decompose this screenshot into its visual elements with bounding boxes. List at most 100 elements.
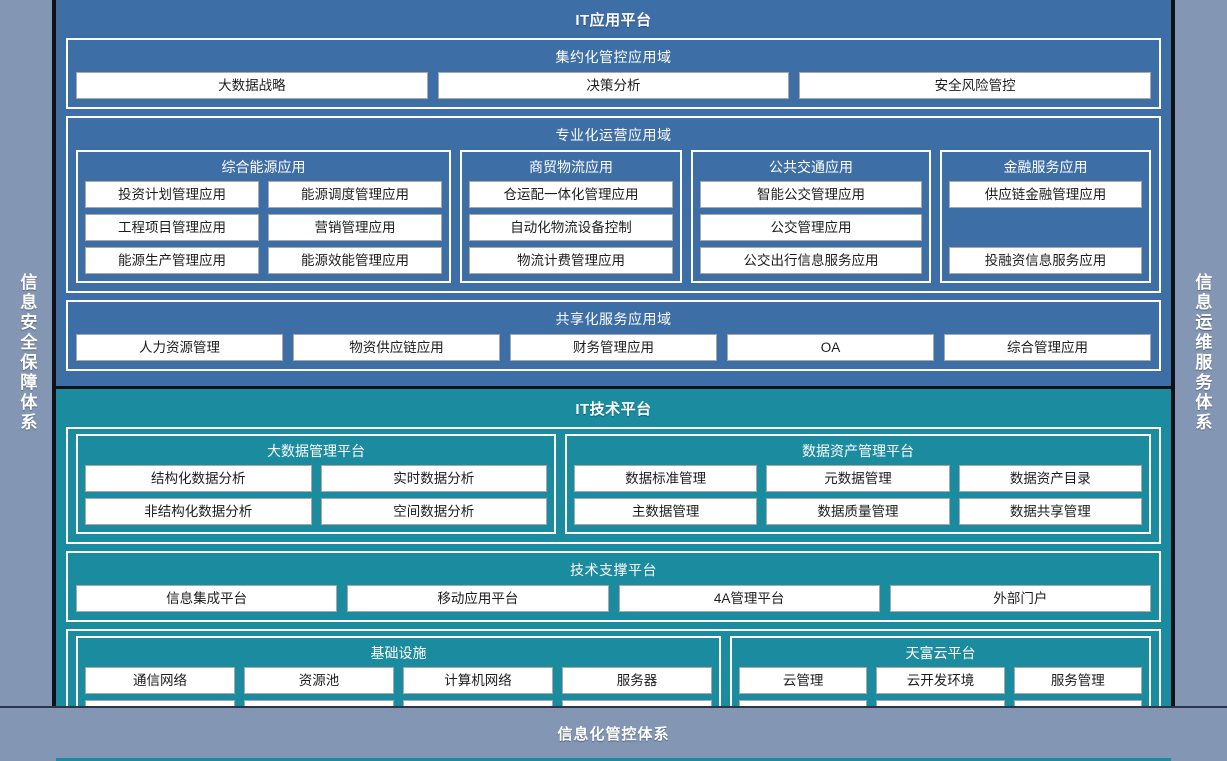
group-title: 天富云平台 bbox=[905, 645, 976, 661]
tech-item[interactable]: 外部门户 bbox=[889, 585, 1151, 612]
tech-item[interactable]: 移动应用平台 bbox=[347, 585, 609, 612]
group-big-data-platform: 大数据管理平台 结构化数据分析 实时数据分析 非结构化数据分析 空间数据分析 bbox=[76, 434, 556, 534]
group-title: 商贸物流应用 bbox=[529, 159, 613, 175]
tech-item[interactable]: 服务器 bbox=[562, 667, 712, 694]
tech-item[interactable]: 主数据管理 bbox=[574, 498, 758, 525]
band-title: 技术支撑平台 bbox=[570, 562, 657, 578]
group-line: 智能公交管理应用 bbox=[700, 181, 922, 208]
app-item[interactable]: 工程项目管理应用 bbox=[85, 214, 259, 241]
domain-professional-operations: 专业化运营应用域 综合能源应用 投资计划管理应用 能源调度管理应用 工程项目管理… bbox=[66, 116, 1161, 293]
group-grid: 供应链金融管理应用 投融资信息服务应用 bbox=[949, 181, 1142, 274]
group-integrated-energy: 综合能源应用 投资计划管理应用 能源调度管理应用 工程项目管理应用 营销管理应用 bbox=[76, 150, 451, 283]
right-rail-label: 信息运维服务体系 bbox=[1192, 273, 1212, 433]
tech-row-data-platforms: 大数据管理平台 结构化数据分析 实时数据分析 非结构化数据分析 空间数据分析 bbox=[66, 427, 1161, 544]
group-line: 投融资信息服务应用 bbox=[949, 247, 1142, 274]
app-item[interactable]: 公交出行信息服务应用 bbox=[700, 247, 922, 274]
tech-item[interactable]: 数据质量管理 bbox=[766, 498, 950, 525]
group-public-transport: 公共交通应用 智能公交管理应用 公交管理应用 公交出行信息服务应用 bbox=[691, 150, 931, 283]
pill-row: 信息集成平台 移动应用平台 4A管理平台 外部门户 bbox=[76, 585, 1151, 612]
group-title: 大数据管理平台 bbox=[267, 443, 365, 459]
app-item[interactable]: 智能公交管理应用 bbox=[700, 181, 922, 208]
app-item[interactable]: 大数据战略 bbox=[76, 72, 428, 99]
group-data-asset-platform: 数据资产管理平台 数据标准管理 元数据管理 数据资产目录 主数据管理 数据质量管… bbox=[565, 434, 1151, 534]
tech-item[interactable]: 数据资产目录 bbox=[958, 465, 1142, 492]
application-platform-title: IT应用平台 bbox=[575, 12, 652, 29]
domain-title: 共享化服务应用域 bbox=[555, 311, 672, 327]
center-stack: IT应用平台 集约化管控应用域 大数据战略 决策分析 安全风险管控 专业化运营应… bbox=[52, 0, 1175, 761]
it-technology-platform: IT技术平台 大数据管理平台 结构化数据分析 实时数据分析 非结构化数据分析 bbox=[56, 386, 1171, 761]
group-line bbox=[949, 214, 1142, 241]
tech-item[interactable]: 4A管理平台 bbox=[618, 585, 880, 612]
app-item[interactable]: 物流计费管理应用 bbox=[469, 247, 673, 274]
group-title: 基础设施 bbox=[370, 645, 427, 661]
app-item-empty bbox=[949, 214, 1142, 241]
app-item[interactable]: 能源效能管理应用 bbox=[268, 247, 442, 274]
group-line: 供应链金融管理应用 bbox=[949, 181, 1142, 208]
tech-item[interactable]: 服务管理 bbox=[1013, 667, 1142, 694]
tech-item[interactable]: 空间数据分析 bbox=[320, 498, 547, 525]
group-line: 能源生产管理应用 能源效能管理应用 bbox=[85, 247, 442, 274]
tech-item[interactable]: 云开发环境 bbox=[876, 667, 1005, 694]
domain-intensive-control: 集约化管控应用域 大数据战略 决策分析 安全风险管控 bbox=[66, 38, 1161, 109]
app-item[interactable]: 能源生产管理应用 bbox=[85, 247, 259, 274]
app-item[interactable]: 物资供应链应用 bbox=[293, 334, 500, 361]
group-grid: 投资计划管理应用 能源调度管理应用 工程项目管理应用 营销管理应用 能源生产管理… bbox=[85, 181, 442, 274]
app-item[interactable]: 自动化物流设备控制 bbox=[469, 214, 673, 241]
bottom-bar-label: 信息化管控体系 bbox=[557, 725, 670, 743]
group-line: 投资计划管理应用 能源调度管理应用 bbox=[85, 181, 442, 208]
domain-shared-services: 共享化服务应用域 人力资源管理 物资供应链应用 财务管理应用 OA 综合管理应用 bbox=[66, 300, 1161, 371]
group-row: 大数据管理平台 结构化数据分析 实时数据分析 非结构化数据分析 空间数据分析 bbox=[76, 434, 1151, 534]
app-item[interactable]: 投资计划管理应用 bbox=[85, 181, 259, 208]
it-application-platform: IT应用平台 集约化管控应用域 大数据战略 决策分析 安全风险管控 专业化运营应… bbox=[56, 0, 1171, 386]
group-row: 综合能源应用 投资计划管理应用 能源调度管理应用 工程项目管理应用 营销管理应用 bbox=[76, 150, 1151, 283]
app-item[interactable]: 能源调度管理应用 bbox=[268, 181, 442, 208]
app-item[interactable]: 公交管理应用 bbox=[700, 214, 922, 241]
app-item[interactable]: 供应链金融管理应用 bbox=[949, 181, 1142, 208]
group-line: 非结构化数据分析 空间数据分析 bbox=[85, 498, 547, 525]
bottom-bar-governance: 信息化管控体系 bbox=[0, 706, 1227, 758]
group-line: 结构化数据分析 实时数据分析 bbox=[85, 465, 547, 492]
left-rail-information-security: 信息安全保障体系 bbox=[0, 0, 52, 706]
group-line: 物流计费管理应用 bbox=[469, 247, 673, 274]
left-rail-label: 信息安全保障体系 bbox=[17, 273, 37, 433]
app-item[interactable]: 财务管理应用 bbox=[510, 334, 717, 361]
app-item[interactable]: 投融资信息服务应用 bbox=[949, 247, 1142, 274]
tech-item[interactable]: 元数据管理 bbox=[766, 465, 950, 492]
app-item[interactable]: OA bbox=[727, 334, 934, 361]
tech-item[interactable]: 计算机网络 bbox=[403, 667, 553, 694]
group-grid: 智能公交管理应用 公交管理应用 公交出行信息服务应用 bbox=[700, 181, 922, 274]
group-line: 主数据管理 数据质量管理 数据共享管理 bbox=[574, 498, 1142, 525]
group-title: 公共交通应用 bbox=[769, 159, 853, 175]
tech-item[interactable]: 数据共享管理 bbox=[958, 498, 1142, 525]
app-item[interactable]: 决策分析 bbox=[437, 72, 790, 99]
group-line: 公交出行信息服务应用 bbox=[700, 247, 922, 274]
app-item[interactable]: 安全风险管控 bbox=[799, 72, 1152, 99]
group-line: 公交管理应用 bbox=[700, 214, 922, 241]
tech-item[interactable]: 结构化数据分析 bbox=[85, 465, 312, 492]
app-item[interactable]: 人力资源管理 bbox=[76, 334, 283, 361]
group-trade-logistics: 商贸物流应用 仓运配一体化管理应用 自动化物流设备控制 物流计费管理应用 bbox=[460, 150, 682, 283]
tech-item[interactable]: 通信网络 bbox=[85, 667, 235, 694]
group-title: 数据资产管理平台 bbox=[802, 443, 914, 459]
tech-item[interactable]: 非结构化数据分析 bbox=[85, 498, 312, 525]
domain-title: 专业化运营应用域 bbox=[555, 127, 672, 143]
tech-item[interactable]: 实时数据分析 bbox=[320, 465, 547, 492]
group-line: 工程项目管理应用 营销管理应用 bbox=[85, 214, 442, 241]
tech-item[interactable]: 信息集成平台 bbox=[76, 585, 338, 612]
domain-title: 集约化管控应用域 bbox=[555, 49, 672, 65]
tech-item[interactable]: 云管理 bbox=[739, 667, 868, 694]
app-item[interactable]: 仓运配一体化管理应用 bbox=[469, 181, 673, 208]
tech-item[interactable]: 数据标准管理 bbox=[574, 465, 758, 492]
group-title: 金融服务应用 bbox=[1003, 159, 1088, 175]
group-financial-services: 金融服务应用 供应链金融管理应用 投融资信息服务应用 bbox=[940, 150, 1151, 283]
app-item[interactable]: 营销管理应用 bbox=[268, 214, 442, 241]
tech-item[interactable]: 资源池 bbox=[244, 667, 394, 694]
pill-row: 人力资源管理 物资供应链应用 财务管理应用 OA 综合管理应用 bbox=[76, 334, 1151, 361]
group-grid: 结构化数据分析 实时数据分析 非结构化数据分析 空间数据分析 bbox=[85, 465, 547, 525]
group-grid: 数据标准管理 元数据管理 数据资产目录 主数据管理 数据质量管理 数据共享管理 bbox=[574, 465, 1142, 525]
group-title: 综合能源应用 bbox=[221, 159, 306, 175]
group-grid: 仓运配一体化管理应用 自动化物流设备控制 物流计费管理应用 bbox=[469, 181, 673, 274]
app-item[interactable]: 综合管理应用 bbox=[944, 334, 1151, 361]
group-line: 自动化物流设备控制 bbox=[469, 214, 673, 241]
